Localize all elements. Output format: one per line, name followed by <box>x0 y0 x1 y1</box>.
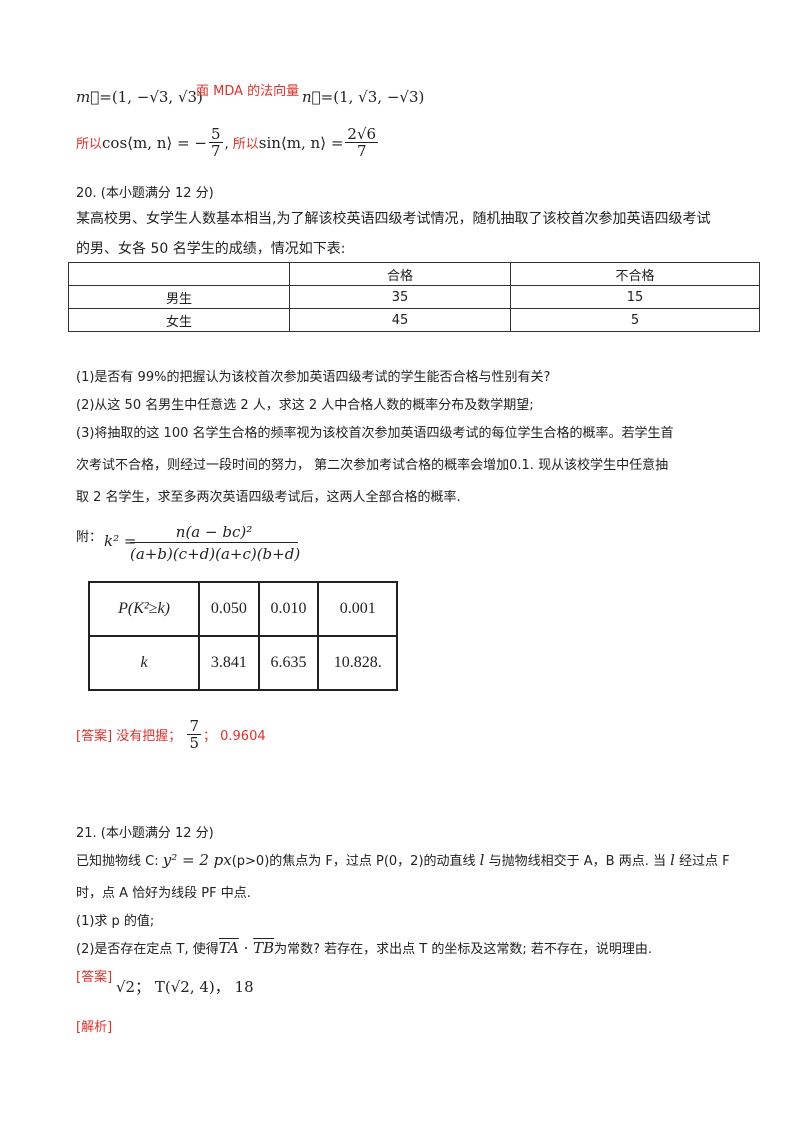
q21-line1-a: 已知抛物线 C: <box>76 854 163 869</box>
q21-sub1: (1)求 p 的值; <box>76 914 155 929</box>
sin-denominator: 7 <box>356 142 367 160</box>
vector-ta: TA <box>218 939 239 957</box>
plane-normal-label: 面 MDA 的法向量 <box>196 84 300 99</box>
dot-operator: · <box>238 939 254 957</box>
appendix-label: 附： <box>76 530 103 545</box>
q20-heading: 20. (本小题满分 12 分) <box>76 186 214 201</box>
q21-answer-math: √2； T(√2, 4)， 18 <box>116 978 254 996</box>
table-row: 女生 45 5 <box>68 308 760 332</box>
answer-text-1: 没有把握； <box>116 729 182 744</box>
table-header-pass: 合格 <box>289 262 511 286</box>
vector-n-symbol: n⃗ <box>302 88 321 106</box>
q20-results-table: 合格 不合格 男生 35 15 女生 45 5 <box>68 262 760 332</box>
table-cell: P(K²≥k) <box>88 581 200 637</box>
table-cell: 0.001 <box>317 581 398 637</box>
line-l-symbol-2: l <box>670 851 675 869</box>
formula-lhs: k² = <box>104 532 137 550</box>
formula-fraction: n(a − bc)² (a+b)(c+d)(a+c)(b+d) <box>130 522 301 565</box>
table-cell: 6.635 <box>257 635 320 691</box>
q21-line1-b: (p>0)的焦点为 F，过点 P(0，2)的动直线 <box>231 854 480 869</box>
table-header-empty <box>68 262 290 286</box>
so-label-cos: 所以 <box>76 137 103 152</box>
table-header-fail: 不合格 <box>510 262 760 286</box>
q21-line-1: 已知抛物线 C: y² = 2 px(p>0)的焦点为 F，过点 P(0，2)的… <box>76 850 730 869</box>
q21-sub2: (2)是否存在定点 T, 使得TA · TB为常数? 若存在，求出点 T 的坐标… <box>76 938 652 957</box>
table-cell: 5 <box>510 308 760 332</box>
sin-numerator: 2√6 <box>345 125 379 143</box>
table-row: 男生 35 15 <box>68 285 760 309</box>
q20-paragraph-line-2: 的男、女各 50 名学生的成绩，情况如下表: <box>76 241 346 257</box>
critical-value-table: P(K²≥k) 0.050 0.010 0.001 k 3.841 6.635 … <box>88 581 398 691</box>
cos-numerator: 5 <box>208 125 223 143</box>
q21-heading: 21. (本小题满分 12 分) <box>76 826 214 841</box>
table-cell: 男生 <box>68 285 290 309</box>
sin-expression: sin⟨m, n⟩ = <box>258 134 344 152</box>
table-cell: 0.050 <box>198 581 260 637</box>
vector-n-line: n⃗=(1, √3, −√3) <box>302 88 425 106</box>
answer-label: [答案] <box>76 729 113 744</box>
q21-line1-d: 经过点 F <box>674 854 730 869</box>
q20-paragraph-line-1: 某高校男、女学生人数基本相当,为了解该校英语四级考试情况，随机抽取了该校首次参加… <box>76 211 711 227</box>
table-cell: k <box>88 635 200 691</box>
q21-sub2-b: 为常数? 若存在，求出点 T 的坐标及这常数; 若不存在，说明理由. <box>274 942 653 957</box>
answer-denominator: 5 <box>189 734 199 752</box>
table-cell: 35 <box>289 285 511 309</box>
q20-sub3-line-3: 取 2 名学生，求至多两次英语四级考试后，这两人全部合格的概率. <box>76 490 461 505</box>
q20-sub3-line-1: (3)将抽取的这 100 名学生合格的频率视为该校首次参加英语四级考试的每位学生… <box>76 426 674 441</box>
table-cell: 15 <box>510 285 760 309</box>
table-cell: 女生 <box>68 308 290 332</box>
answer-text-2: ； 0.9604 <box>203 729 266 744</box>
line-l-symbol: l <box>479 851 485 869</box>
so-label-sin: 所以 <box>232 137 259 152</box>
table-header-row: 合格 不合格 <box>68 262 760 286</box>
q21-sub2-a: (2)是否存在定点 T, 使得 <box>76 942 219 957</box>
table-cell: 45 <box>289 308 511 332</box>
formula-numerator: n(a − bc)² <box>130 522 298 543</box>
parabola-equation: y² = 2 px <box>162 851 232 869</box>
vector-n-value: (1, √3, −√3) <box>333 88 425 106</box>
cos-expression: cos⟨m, n⟩ = − <box>102 134 207 152</box>
table-cell: 10.828. <box>317 635 398 691</box>
formula-denominator: (a+b)(c+d)(a+c)(b+d) <box>130 545 301 563</box>
q21-analysis-label: [解析] <box>76 1020 113 1035</box>
answer-numerator: 7 <box>187 717 201 735</box>
q21-line-2: 时，点 A 恰好为线段 PF 中点. <box>76 886 251 901</box>
vector-tb: TB <box>253 939 275 957</box>
table-row: P(K²≥k) 0.050 0.010 0.001 <box>88 581 398 637</box>
table-row: k 3.841 6.635 10.828. <box>88 635 398 691</box>
vector-m-symbol: m⃗ <box>76 88 100 106</box>
q21-line1-c: 与抛物线相交于 A，B 两点. 当 <box>484 854 671 869</box>
q20-sub1: (1)是否有 99%的把握认为该校首次参加英语四级考试的学生能否合格与性别有关? <box>76 370 551 385</box>
q21-answer-label: [答案] <box>76 970 113 985</box>
table-cell: 3.841 <box>198 635 260 691</box>
q20-sub3-line-2: 次考试不合格，则经过一段时间的努力， 第二次参加考试合格的概率会增加0.1. 现… <box>76 458 669 473</box>
q20-sub2: (2)从这 50 名男生中任意选 2 人，求这 2 人中合格人数的概率分布及数学… <box>76 398 534 413</box>
vector-m-value: (1, −√3, √3) <box>111 88 203 106</box>
cos-denominator: 7 <box>210 142 221 160</box>
table-cell: 0.010 <box>257 581 320 637</box>
vector-m-line: m⃗=(1, −√3, √3) <box>76 88 203 106</box>
